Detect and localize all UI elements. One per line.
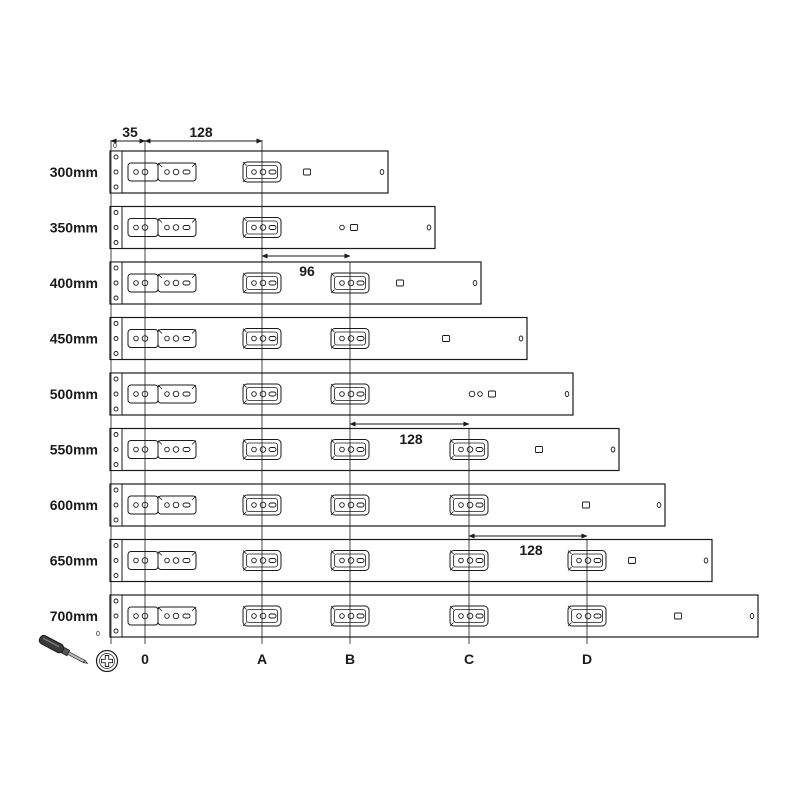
tail-square	[303, 168, 311, 176]
rail-400mm	[109, 261, 482, 305]
column-label-C: C	[464, 651, 474, 667]
rail-size-label: 450mm	[50, 331, 98, 347]
tail-hole	[468, 390, 476, 398]
rail-700mm	[109, 594, 759, 638]
end-hole	[656, 502, 662, 508]
rail-350mm	[109, 205, 436, 250]
mount-slot-0	[127, 384, 197, 404]
column-label-B: B	[345, 651, 355, 667]
edge-zero-mark: 0	[96, 631, 100, 638]
rail-500mm	[109, 372, 574, 416]
tail-square	[535, 446, 543, 453]
end-hole	[749, 613, 755, 619]
rail-size-label: 400mm	[50, 275, 98, 291]
labels-layer: 300mm 350mm 400mm 450mm 500mm 550mm 600mm 650mm…	[50, 124, 592, 667]
mount-slot-0	[127, 273, 197, 293]
dimension-label: 35	[122, 124, 138, 140]
edge-zero-mark: 0	[113, 143, 117, 150]
mount-slot-0	[127, 606, 197, 626]
tail-square	[582, 501, 590, 509]
rails-layer	[109, 150, 759, 638]
rail-size-label: 550mm	[50, 442, 98, 458]
column-label-D: D	[582, 651, 592, 667]
rail-300mm	[109, 150, 389, 194]
hole-lines-layer	[110, 140, 588, 644]
end-hole	[610, 446, 616, 453]
dimension-label: 128	[519, 542, 543, 558]
dimension-label: 96	[299, 263, 315, 279]
tail-hole	[477, 391, 483, 397]
tail-square	[628, 557, 636, 564]
tail-square	[396, 279, 404, 287]
end-hole	[472, 280, 478, 286]
tail-square	[442, 335, 450, 342]
mount-slot-A	[242, 550, 282, 571]
screwdriver-icon	[38, 634, 89, 664]
end-hole	[518, 335, 524, 342]
dimension-label: 128	[189, 124, 213, 140]
end-hole	[703, 557, 709, 564]
rail-size-label: 700mm	[50, 608, 98, 624]
tail-square	[488, 390, 496, 398]
rail-size-label: 350mm	[50, 220, 98, 236]
rail-650mm	[109, 538, 713, 583]
rail-550mm	[109, 427, 620, 472]
column-label-0: 0	[141, 651, 149, 667]
end-hole	[564, 391, 570, 397]
rail-size-label: 300mm	[50, 164, 98, 180]
end-hole	[379, 169, 385, 175]
mount-slot-0	[127, 162, 197, 182]
screw-head-icon	[95, 649, 119, 673]
mount-slot-0	[127, 551, 197, 570]
tail-hole	[339, 224, 345, 231]
mount-slot-0	[127, 329, 197, 348]
dimension-label: 128	[399, 431, 423, 447]
rail-450mm	[109, 316, 528, 361]
dimensions-layer	[110, 138, 588, 539]
rail-size-label: 500mm	[50, 386, 98, 402]
tail-square	[674, 612, 682, 620]
mount-slot-0	[127, 495, 197, 515]
column-label-A: A	[257, 651, 267, 667]
tail-square	[350, 224, 358, 231]
rail-600mm	[109, 483, 666, 527]
rail-size-label: 600mm	[50, 497, 98, 513]
mount-slot-0	[127, 440, 197, 459]
end-hole	[426, 224, 432, 231]
rail-size-label: 650mm	[50, 553, 98, 569]
mount-slot-0	[127, 218, 197, 237]
